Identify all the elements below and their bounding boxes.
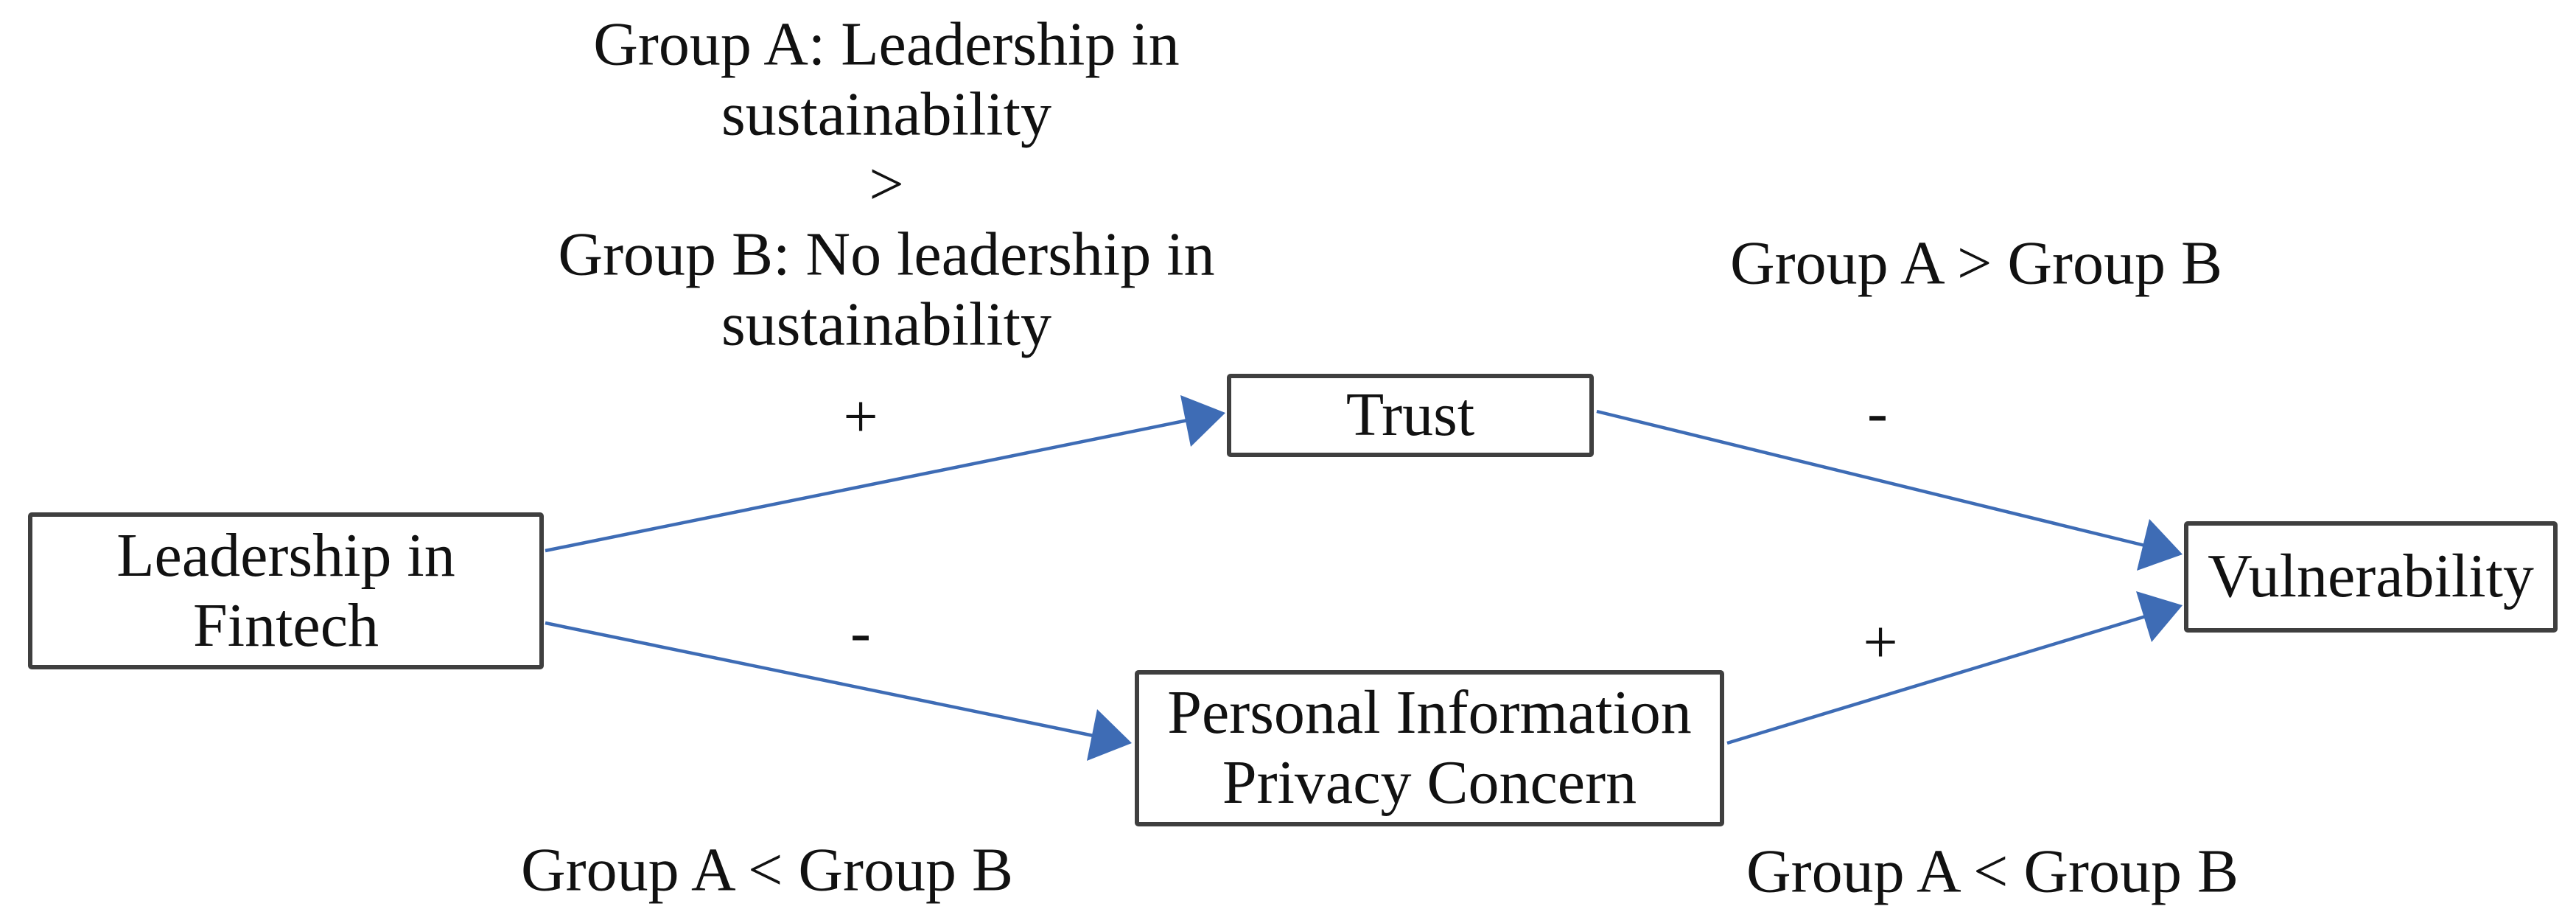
arrow-pipc-to-vulnerability — [1726, 591, 2183, 745]
node-trust: Trust — [1227, 374, 1594, 457]
node-leadership-in-fintech: Leadership in Fintech — [28, 512, 544, 669]
annotation-group-comparison-top-left: Group A: Leadership in sustainability > … — [558, 10, 1215, 359]
annotation-group-comparison-bottom-right: Group A < Group B — [1746, 837, 2239, 906]
edge-sign-leadership-to-trust: + — [843, 383, 878, 451]
edge-sign-pipc-to-vulnerability: + — [1863, 608, 1898, 677]
edge-sign-leadership-to-pipc: - — [850, 598, 871, 666]
arrow-leadership-to-pipc — [545, 621, 1132, 761]
node-personal-information-privacy-concern: Personal Information Privacy Concern — [1135, 670, 1724, 826]
arrow-trust-to-vulnerability — [1596, 409, 2183, 571]
annotation-group-comparison-top-right: Group A > Group B — [1729, 229, 2223, 298]
edge-sign-trust-to-vulnerability: - — [1867, 378, 1888, 447]
arrow-leadership-to-trust — [545, 395, 1225, 553]
annotation-group-comparison-bottom-left: Group A < Group B — [520, 835, 1014, 905]
node-vulnerability: Vulnerability — [2184, 521, 2558, 633]
